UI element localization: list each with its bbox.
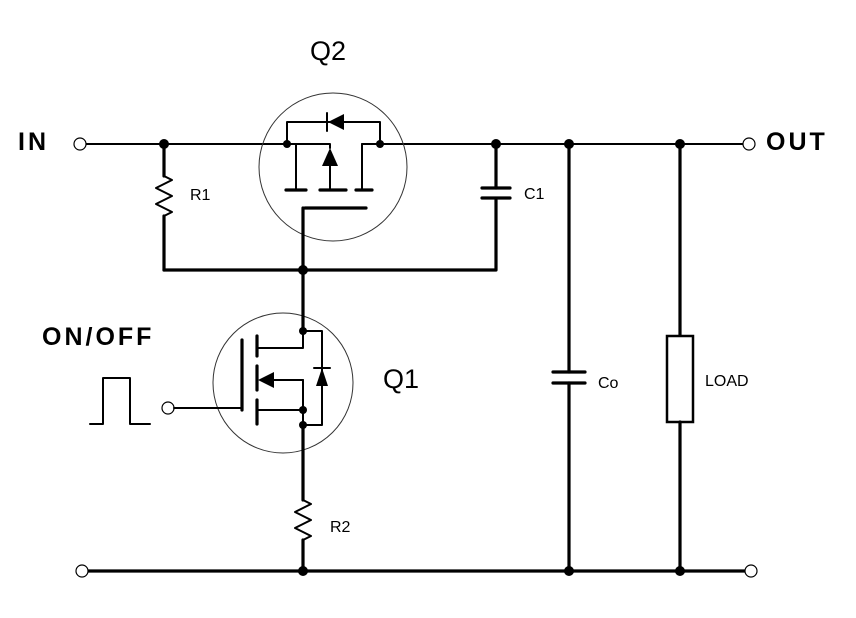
gate-node-wire [162, 198, 498, 272]
ground-left-terminal [75, 564, 89, 578]
load-label: LOAD [705, 373, 749, 390]
out-terminal [742, 137, 756, 151]
q1-case [212, 312, 354, 454]
mosfet-q1 [173, 268, 354, 502]
in-terminal [73, 137, 87, 151]
ground-right-terminal [744, 564, 758, 578]
q2-case [258, 92, 408, 242]
q1-label: Q1 [383, 364, 419, 394]
load-resistor [665, 142, 695, 573]
onoff-label: ON/OFF [42, 323, 154, 351]
pulse-waveform [89, 377, 151, 425]
mosfet-q2 [258, 92, 408, 272]
resistor-r1 [155, 142, 173, 272]
junction-dots [159, 139, 685, 576]
in-label: IN [18, 128, 49, 156]
capacitor-c1 [480, 142, 512, 200]
capacitor-co [551, 142, 587, 573]
resistor-r2 [294, 499, 312, 573]
q2-label: Q2 [310, 36, 346, 66]
r2-label: R2 [330, 519, 351, 536]
c1-label: C1 [524, 186, 545, 203]
out-label: OUT [766, 128, 828, 156]
r1-label: R1 [190, 187, 211, 204]
co-label: Co [598, 375, 619, 392]
onoff-terminal [161, 401, 175, 415]
